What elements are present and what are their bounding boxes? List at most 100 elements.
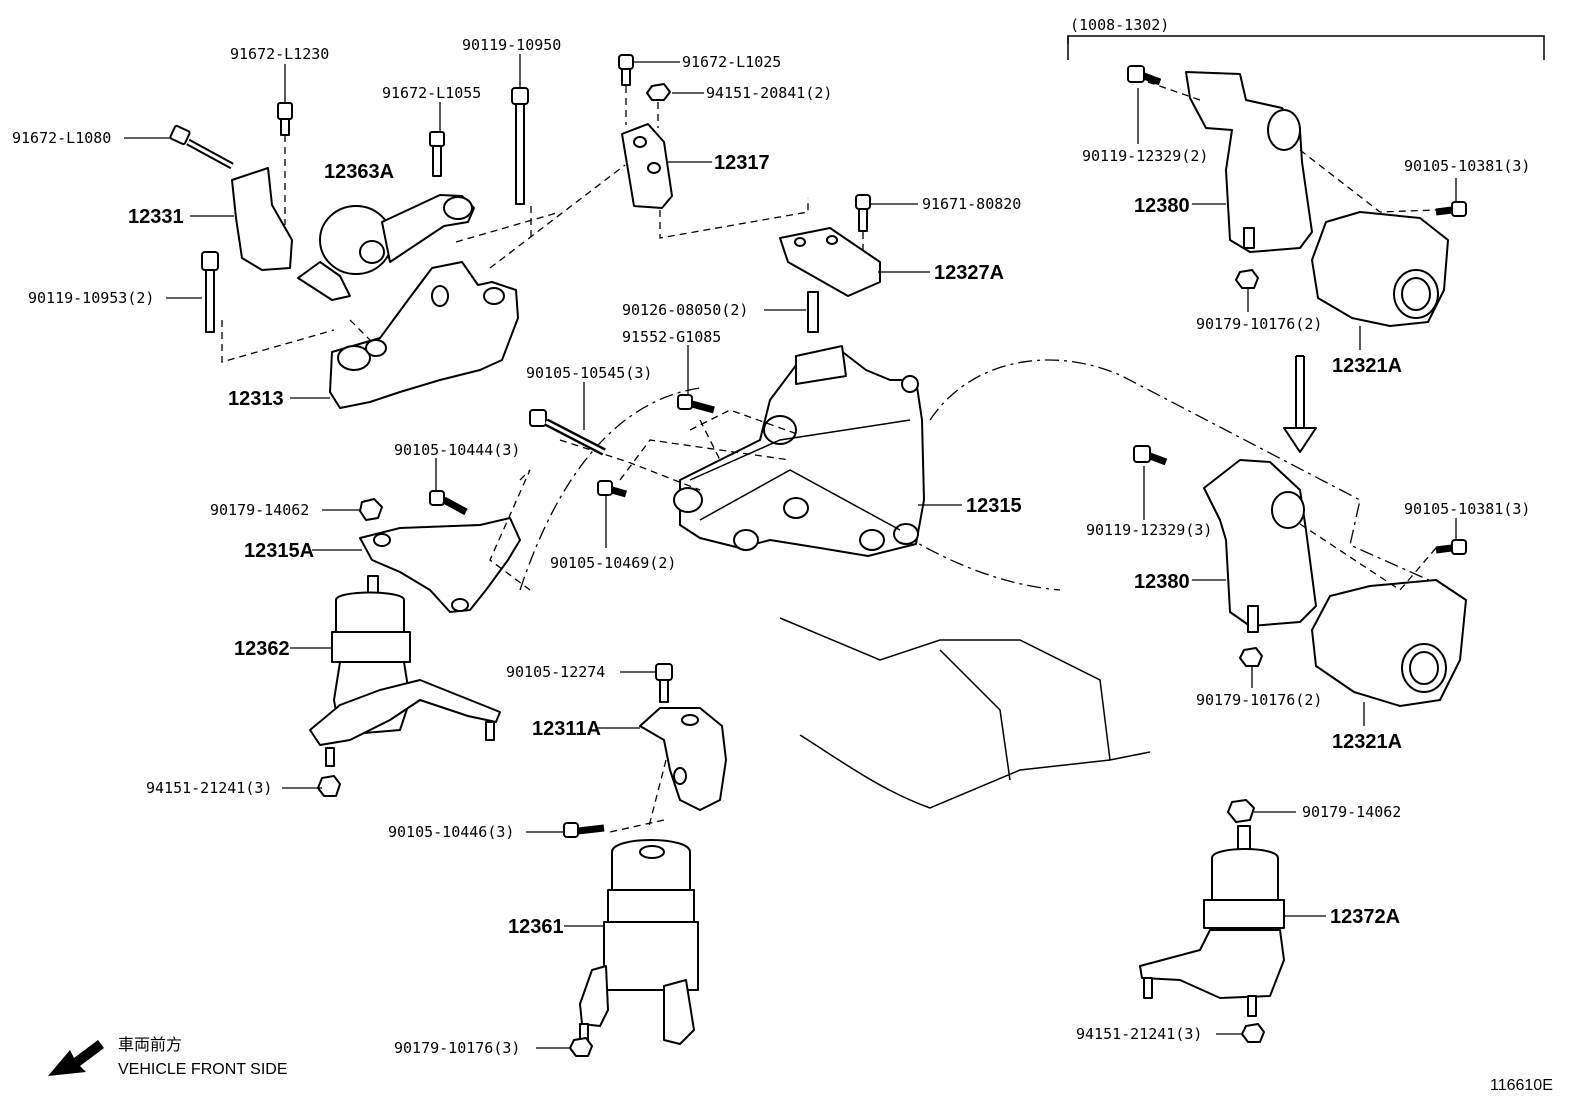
torque-rod-12363A[interactable] [297,194,475,301]
nut-90179-14062-right[interactable] [1227,799,1255,823]
label-12315A[interactable]: 12315A [244,540,314,562]
stud-90126-08050[interactable] [807,291,819,333]
nut-90179-10176-lower[interactable] [1239,647,1263,667]
bolt-91552-G1085[interactable] [677,394,715,414]
bracket-12313[interactable] [329,261,519,409]
engine-mount-12361[interactable] [579,839,699,1045]
nut-94151-21241-left[interactable] [317,775,341,797]
bolt-90105-10381-upper[interactable] [1435,201,1467,217]
left-mount-group [309,469,531,797]
bolt-91672-L1055[interactable] [429,131,445,177]
label-12363A[interactable]: 12363A [324,161,394,183]
label-90179-14062-right[interactable]: 90179-14062 [1302,803,1401,821]
label-90105-10446[interactable]: 90105-10446(3) [388,823,514,841]
label-90119-10950[interactable]: 90119-10950 [462,36,561,54]
label-12315[interactable]: 12315 [966,495,1022,517]
leader-lines [124,54,1457,1049]
label-90126-08050[interactable]: 90126-08050(2) [622,301,748,319]
label-90119-12329-lower[interactable]: 90119-12329(3) [1086,521,1212,539]
front-note-english: VEHICLE FRONT SIDE [118,1061,288,1078]
label-91552-G1085[interactable]: 91552-G1085 [622,328,721,346]
bolt-90105-10444[interactable] [429,490,468,516]
label-94151-20841[interactable]: 94151-20841(2) [706,84,832,102]
label-90105-12274[interactable]: 90105-12274 [506,663,605,681]
right-mount-bottom [1139,799,1285,1043]
label-12362[interactable]: 12362 [234,638,290,660]
nut-90179-14062-left[interactable] [359,498,383,521]
nut-94151-21241-right[interactable] [1241,1023,1265,1043]
bolt-90119-10950[interactable] [511,87,529,205]
label-90105-10381-lower[interactable]: 90105-10381(3) [1404,500,1530,518]
bolt-91672-L1230[interactable] [277,102,293,136]
upper-mount-group [169,87,626,409]
bolt-91672-L1025[interactable] [618,54,634,86]
mount-12380-upper[interactable] [1185,71,1313,253]
vehicle-front-note: 車両前方 VEHICLE FRONT SIDE [48,1036,288,1078]
label-90179-14062-left[interactable]: 90179-14062 [210,501,309,519]
front-mount-group [563,663,727,1057]
engine-mount-12372A[interactable] [1139,825,1285,1017]
label-90105-10381-upper[interactable]: 90105-10381(3) [1404,157,1530,175]
label-12311A[interactable]: 12311A [532,718,601,740]
bracket-12327A[interactable] [779,227,881,297]
bolt-90119-10953[interactable] [201,251,219,333]
label-12372A[interactable]: 12372A [1330,906,1400,928]
label-12331[interactable]: 12331 [128,206,184,228]
bolt-90119-12329-upper[interactable] [1127,65,1162,86]
label-90119-12329-upper[interactable]: 90119-12329(2) [1082,147,1208,165]
arrow-down [1283,355,1317,453]
label-91672-L1230[interactable]: 91672-L1230 [230,45,329,63]
label-90105-10444[interactable]: 90105-10444(3) [394,441,520,459]
bracket-12321A-lower[interactable] [1311,579,1467,707]
bolt-90105-10446[interactable] [563,822,605,838]
engine-outline [519,359,1441,809]
label-90179-10176-front[interactable]: 90179-10176(3) [394,1039,520,1057]
label-90119-10953[interactable]: 90119-10953(2) [28,289,154,307]
front-arrow-icon [48,1040,104,1076]
bracket-12317-group [618,54,881,333]
label-91672-L1025[interactable]: 91672-L1025 [682,53,781,71]
bolt-90105-10545[interactable] [529,409,606,456]
bracket-12317[interactable] [621,123,673,209]
label-12380-upper[interactable]: 12380 [1134,195,1190,217]
bracket-12315A[interactable] [359,517,521,613]
bolt-91672-L1080[interactable] [169,124,234,170]
variant-bracket [1067,35,1545,60]
nut-90179-10176-upper[interactable] [1235,269,1259,289]
bracket-12321A-upper[interactable] [1311,211,1449,327]
bracket-12331[interactable] [231,167,293,271]
engine-mount-12362[interactable] [309,575,501,767]
front-note-japanese: 車両前方 [118,1036,182,1054]
label-90105-10469[interactable]: 90105-10469(2) [550,554,676,572]
bolt-90105-12274[interactable] [655,663,673,703]
label-12321A-upper[interactable]: 12321A [1332,355,1402,377]
mount-12380-lower[interactable] [1203,459,1317,633]
right-mount-lower [1133,445,1467,707]
label-12380-lower[interactable]: 12380 [1134,571,1190,593]
label-90179-10176-upper[interactable]: 90179-10176(2) [1196,315,1322,333]
label-94151-21241-left[interactable]: 94151-21241(3) [146,779,272,797]
nut-94151-20841[interactable] [646,83,671,101]
label-12321A-lower[interactable]: 12321A [1332,731,1402,753]
part-labels: 91672-L1230 90119-10950 91672-L1025 9415… [12,16,1553,1094]
label-90179-10176-lower[interactable]: 90179-10176(2) [1196,691,1322,709]
bolt-90105-10381-lower[interactable] [1435,539,1467,555]
label-12361[interactable]: 12361 [508,916,564,938]
label-12327A[interactable]: 12327A [934,262,1004,284]
bolt-90119-12329-lower[interactable] [1133,445,1168,466]
label-94151-21241-right[interactable]: 94151-21241(3) [1076,1025,1202,1043]
variant-range-label: (1008-1302) [1070,16,1169,34]
label-91672-L1080[interactable]: 91672-L1080 [12,129,111,147]
right-mount-upper [1127,65,1467,327]
nut-90179-10176-front[interactable] [569,1037,593,1057]
bolt-90105-10469[interactable] [597,480,627,498]
label-12313[interactable]: 12313 [228,388,284,410]
bracket-12311A[interactable] [639,707,727,811]
label-12317[interactable]: 12317 [714,152,770,174]
label-90105-10545[interactable]: 90105-10545(3) [526,364,652,382]
engine-bracket-12315[interactable] [673,345,925,557]
label-91671-80820[interactable]: 91671-80820 [922,195,1021,213]
bolt-91671-80820[interactable] [855,194,871,232]
label-91672-L1055[interactable]: 91672-L1055 [382,84,481,102]
